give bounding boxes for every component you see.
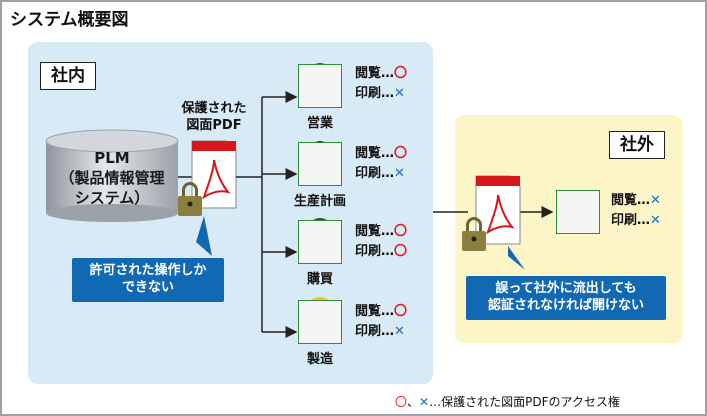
external-callout: 誤って社外に流出しても 認証されなければ開けない — [466, 276, 666, 320]
avatar-frame — [298, 220, 342, 264]
plm-line: PLM — [94, 149, 130, 167]
print-mark: ✕ — [394, 86, 405, 101]
print-mark: ✕ — [394, 166, 405, 181]
print-label: 印刷… — [611, 213, 651, 228]
lock-icon — [178, 182, 202, 216]
view-mark: 〇 — [394, 146, 408, 161]
access-rights-planning: 閲覧…〇 印刷…✕ — [355, 144, 407, 184]
avatar-frame — [298, 300, 342, 344]
avatar-frame — [298, 142, 342, 186]
view-mark: 〇 — [394, 224, 408, 239]
role-name-manufacturing: 製造 — [306, 352, 333, 367]
plm-label: PLM （製品情報管理 システム） — [46, 148, 178, 208]
view-label: 閲覧… — [355, 304, 395, 319]
plm-line: システム） — [74, 189, 150, 207]
pdf-label-line: 図面PDF — [186, 118, 242, 133]
callout-line: できない — [121, 280, 174, 295]
plm-line: （製品情報管理 — [59, 169, 165, 187]
view-mark: 〇 — [394, 66, 408, 81]
print-label: 印刷… — [355, 86, 395, 101]
print-mark: 〇 — [394, 244, 408, 259]
callout-line: 認証されなければ開けない — [487, 298, 644, 313]
view-label: 閲覧… — [355, 146, 395, 161]
view-label: 閲覧… — [611, 193, 651, 208]
avatar-frame — [298, 64, 342, 108]
callout-line: 許可された操作しか — [89, 263, 207, 278]
legend-ng-mark: ✕ — [419, 395, 430, 409]
pdf-label-line: 保護された — [181, 101, 247, 116]
print-mark: ✕ — [650, 213, 661, 228]
access-rights-external: 閲覧…✕ 印刷…✕ — [611, 191, 661, 231]
protected-pdf-label: 保護された 図面PDF — [178, 100, 250, 134]
internal-callout: 許可された操作しか できない — [72, 258, 224, 302]
avatar-frame — [556, 190, 600, 234]
print-mark: ✕ — [394, 324, 405, 339]
external-label: 社外 — [609, 131, 665, 159]
print-label: 印刷… — [355, 166, 395, 181]
internal-label: 社内 — [40, 62, 96, 90]
legend-text: …保護された図面PDFのアクセス権 — [429, 395, 620, 409]
view-label: 閲覧… — [355, 224, 395, 239]
print-label: 印刷… — [355, 244, 395, 259]
role-name-sales: 営業 — [306, 116, 333, 131]
external-lock-icon — [462, 217, 486, 251]
role-name-purchasing: 購買 — [306, 272, 333, 287]
diagram-title: システム概要図 — [10, 10, 129, 30]
access-rights-purchasing: 閲覧…〇 印刷…〇 — [355, 222, 407, 262]
access-rights-manufacturing: 閲覧…〇 印刷…✕ — [355, 302, 407, 342]
access-rights-sales: 閲覧…〇 印刷…✕ — [355, 64, 407, 104]
role-name-planning: 生産計画 — [293, 194, 346, 209]
callout-line: 誤って社外に流出しても — [495, 281, 637, 296]
view-label: 閲覧… — [355, 66, 395, 81]
print-label: 印刷… — [355, 324, 395, 339]
view-mark: 〇 — [394, 304, 408, 319]
legend-separator: 、 — [407, 395, 420, 409]
legend-ok-mark: 〇 — [395, 395, 408, 409]
legend-footer: 〇、✕…保護された図面PDFのアクセス権 — [395, 393, 620, 410]
callout-pointer — [508, 246, 525, 270]
view-mark: ✕ — [650, 193, 661, 208]
callout-pointer — [196, 216, 212, 256]
plm-database-icon — [45, 129, 179, 222]
